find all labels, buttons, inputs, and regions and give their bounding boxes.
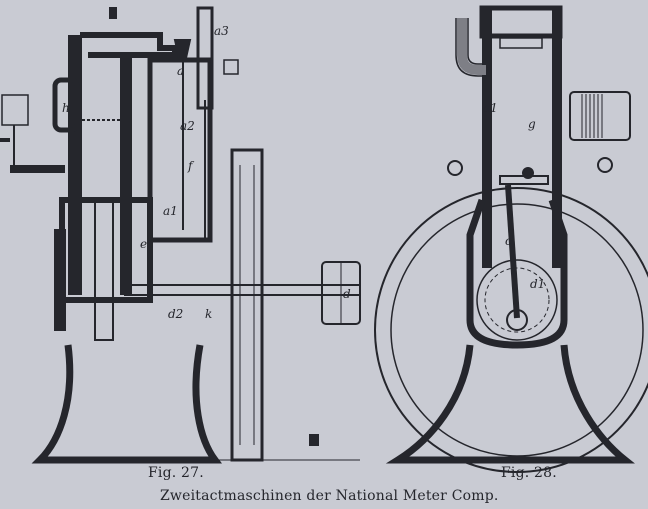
part-label-a1: a1 — [483, 101, 498, 115]
part-label-g: g — [528, 117, 536, 131]
part-label-a3: a3 — [214, 24, 229, 38]
fig-28-part-labels: a1 g c d1 — [483, 101, 545, 291]
part-label-e: e — [140, 237, 147, 251]
fig-28-drawing — [374, 5, 648, 473]
part-label-d1: d1 — [530, 277, 545, 291]
part-label-a: a — [177, 64, 184, 78]
figure-27-label: Fig. 27. — [148, 465, 204, 481]
part-label-c: c — [505, 234, 512, 248]
part-label-a1: a1 — [163, 204, 178, 218]
part-label-d2: d2 — [168, 307, 183, 321]
part-label-k: k — [205, 307, 212, 321]
figure-caption: Zweitactmaschinen der National Meter Com… — [160, 488, 499, 504]
part-label-h: h — [62, 101, 70, 115]
figure-28-label: Fig. 28. — [501, 465, 557, 481]
fig-27-drawing — [0, 6, 361, 464]
fig-27-part-labels: h a3 a a2 f a1 e d2 k d — [62, 24, 351, 321]
part-label-d: d — [343, 287, 351, 301]
part-label-a2: a2 — [180, 119, 195, 133]
part-label-f: f — [187, 159, 195, 173]
